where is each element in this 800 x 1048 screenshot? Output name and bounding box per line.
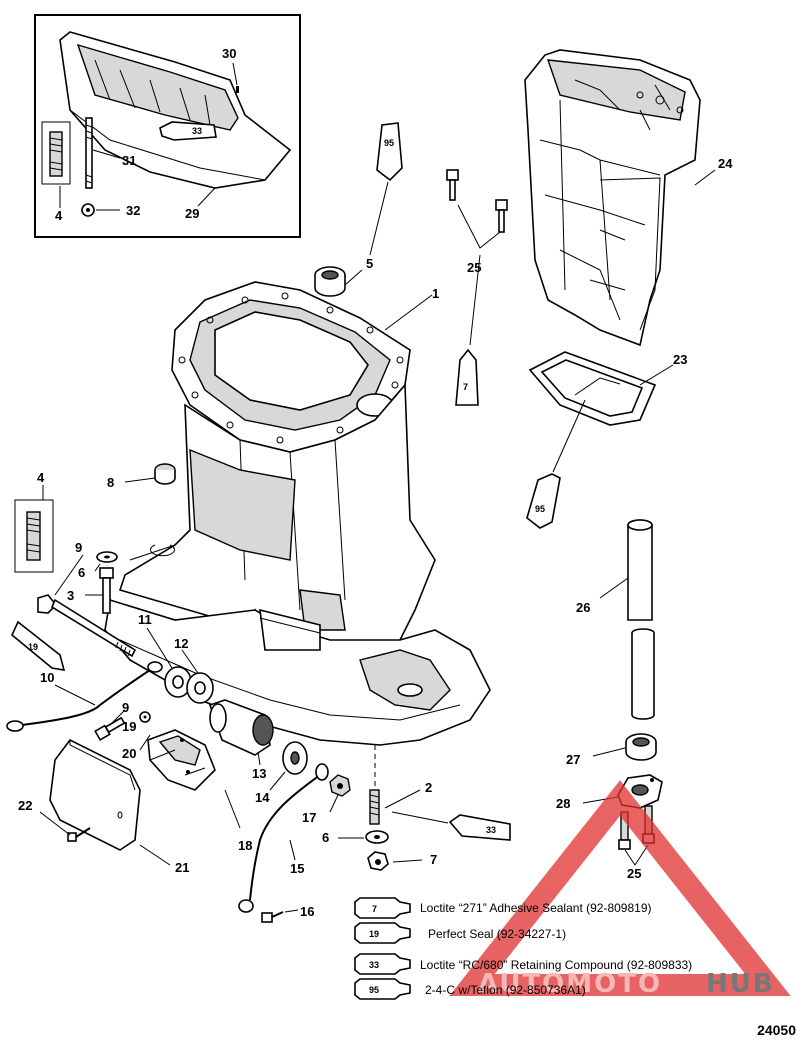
sealant-tube-33-bottom: 33 xyxy=(448,814,511,841)
part-6-washer-bottom xyxy=(365,830,389,844)
part-21-cover xyxy=(49,738,141,851)
part-16-screw xyxy=(261,911,284,923)
callout-12: 12 xyxy=(174,636,188,651)
callout-27: 27 xyxy=(566,752,580,767)
svg-text:33: 33 xyxy=(369,960,379,970)
svg-text:95: 95 xyxy=(384,138,394,148)
callout-19: 19 xyxy=(122,719,136,734)
part-27-seal xyxy=(625,733,657,761)
callout-16: 16 xyxy=(300,904,314,919)
part-7-nut xyxy=(367,851,389,871)
part-6-washer xyxy=(96,551,118,563)
callout-29: 29 xyxy=(185,206,199,221)
svg-text:95: 95 xyxy=(535,504,545,514)
part-17-nut xyxy=(329,774,351,797)
part-12-washer xyxy=(186,672,214,704)
part-4-stud-box xyxy=(14,499,54,573)
callout-23: 23 xyxy=(673,352,687,367)
svg-text:Loctite “271” Adhesive Sealant: Loctite “271” Adhesive Sealant (92-80981… xyxy=(420,901,652,915)
part-9-small-bolt xyxy=(94,716,126,741)
watermark-logo: AUTOMOTO HUB xyxy=(449,780,791,999)
part-9-bolt xyxy=(37,594,137,658)
callout-22: 22 xyxy=(18,798,32,813)
callout-10: 10 xyxy=(40,670,54,685)
part-18-sender xyxy=(147,729,216,791)
callout-30: 30 xyxy=(222,46,236,61)
callout-6-bottom: 6 xyxy=(322,830,329,845)
callout-3: 3 xyxy=(67,588,74,603)
callout-25-lower: 25 xyxy=(627,866,641,881)
sealant-tube-95-top: 95 xyxy=(376,122,403,182)
svg-text:AUTOMOTO: AUTOMOTO xyxy=(478,969,662,999)
svg-text:33: 33 xyxy=(192,126,202,136)
callout-28: 28 xyxy=(556,796,570,811)
svg-text:Perfect Seal (92-34227-1): Perfect Seal (92-34227-1) xyxy=(428,927,566,941)
part-15-cable xyxy=(238,763,329,913)
callout-9-small: 9 xyxy=(122,700,129,715)
callout-14: 14 xyxy=(255,790,270,805)
svg-text:33: 33 xyxy=(486,825,496,835)
callout-32: 32 xyxy=(126,203,140,218)
part-26-tube xyxy=(627,519,655,720)
part-10-ground-wire xyxy=(6,661,163,732)
svg-text:7: 7 xyxy=(372,904,377,914)
sealant-tube-19-left: 19 xyxy=(11,620,66,671)
callout-6-left: 6 xyxy=(78,565,85,580)
part-24-housing xyxy=(524,49,701,347)
legend-row-7: 7 Loctite “271” Adhesive Sealant (92-809… xyxy=(354,897,652,919)
svg-text:2-4-C w/Teflon (92-850736A1): 2-4-C w/Teflon (92-850736A1) xyxy=(425,983,586,997)
part-2-stud xyxy=(369,789,380,825)
callout-17: 17 xyxy=(302,810,316,825)
callout-5: 5 xyxy=(366,256,373,271)
svg-text:HUB: HUB xyxy=(706,969,775,999)
part-5-bushing xyxy=(314,266,346,297)
sealant-tube-33-inset: 33 xyxy=(159,121,217,141)
part-23-gasket xyxy=(528,351,657,426)
svg-text:19: 19 xyxy=(369,929,379,939)
sealant-tube-7-mid: 7 xyxy=(455,348,479,406)
legend-row-33: 33 Loctite “RC/680” Retaining Compound (… xyxy=(354,953,692,975)
part-1-driveshaft-housing xyxy=(104,281,491,746)
part-13-mount xyxy=(208,699,274,756)
part-19-nut xyxy=(139,711,151,723)
inset-detail: 33 30 31 32 29 4 xyxy=(34,14,301,238)
callout-11: 11 xyxy=(138,612,152,627)
legend-row-19: 19 Perfect Seal (92-34227-1) xyxy=(354,922,566,944)
callout-2: 2 xyxy=(425,780,432,795)
callout-31: 31 xyxy=(122,153,136,168)
callout-24: 24 xyxy=(718,156,733,171)
callout-26: 26 xyxy=(576,600,590,615)
part-8-plug xyxy=(154,463,176,485)
svg-text:7: 7 xyxy=(463,382,468,392)
svg-text:Loctite “RC/680” Retaining Com: Loctite “RC/680” Retaining Compound (92-… xyxy=(420,958,692,972)
callout-4-inset: 4 xyxy=(55,208,63,223)
callout-7: 7 xyxy=(430,852,437,867)
callout-15: 15 xyxy=(290,861,304,876)
legend-row-95: 95 2-4-C w/Teflon (92-850736A1) xyxy=(354,978,586,1000)
callout-21: 21 xyxy=(175,860,189,875)
sealant-tube-95-right: 95 xyxy=(526,473,561,529)
svg-text:19: 19 xyxy=(28,642,38,652)
callout-8: 8 xyxy=(107,475,114,490)
sealant-legend: 7 Loctite “271” Adhesive Sealant (92-809… xyxy=(354,897,692,1000)
callout-9: 9 xyxy=(75,540,82,555)
callout-1: 1 xyxy=(432,286,439,301)
part-14-washer xyxy=(282,741,308,775)
callout-20: 20 xyxy=(122,746,136,761)
callout-4: 4 xyxy=(37,470,45,485)
part-22-screw xyxy=(67,827,91,842)
callout-25-upper: 25 xyxy=(467,260,481,275)
bolts-25-upper xyxy=(446,169,508,233)
callout-13: 13 xyxy=(252,766,266,781)
figure-number: 24050 xyxy=(757,1022,796,1038)
callout-18: 18 xyxy=(238,838,252,853)
svg-text:95: 95 xyxy=(369,985,379,995)
